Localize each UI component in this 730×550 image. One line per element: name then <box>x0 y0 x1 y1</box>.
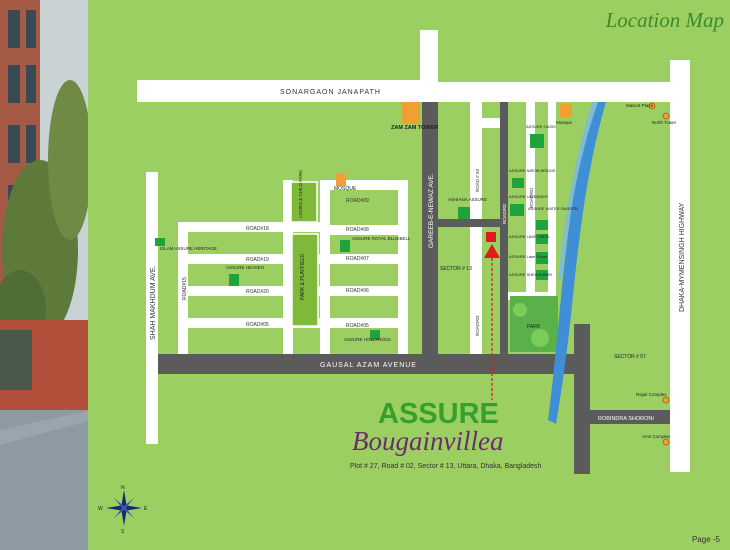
label-road19: ROAD#19 <box>246 257 269 263</box>
mosque-marker <box>336 174 346 186</box>
building-heaven <box>229 274 239 286</box>
gausal-road <box>158 354 590 374</box>
building-lakeshore <box>536 252 548 264</box>
label-zamzam: ZAM ZAM TOWER <box>391 125 438 131</box>
building-hollyhock <box>370 330 380 340</box>
building-islam <box>155 238 165 246</box>
label-road08: ROAD#08 <box>346 227 369 233</box>
label-road09: ROAD#09 <box>346 198 369 204</box>
label-mosque1: MOSQUE <box>334 186 357 192</box>
label-mascot: Mascot Plaza <box>626 103 654 108</box>
building-ashiana <box>458 207 470 219</box>
ladies-park <box>290 181 318 223</box>
label-lavender: ASSURE LAVENDER <box>509 194 548 199</box>
label-road03b: ROAD#03 <box>475 315 480 336</box>
building-nirob <box>512 178 524 188</box>
label-sector07: SECTOR # 07 <box>614 354 646 360</box>
label-lakeshore: ASSURE Lake Shore <box>509 254 548 259</box>
compass-s: S <box>121 529 125 535</box>
label-road02: ROAD#02 <box>502 203 507 224</box>
label-nirob: ASSURE NIROB BRIDGE <box>509 168 556 173</box>
label-gausal: GAUSAL AZAM AVENUE <box>320 362 417 369</box>
label-road18: ROAD#18 <box>246 226 269 232</box>
label-road01: ROAD#01 <box>529 187 534 208</box>
label-road05b: ROAD#05 <box>246 322 269 328</box>
compass-e: E <box>144 506 148 512</box>
label-lake: ASSURE LAKE VISTA <box>509 234 549 239</box>
label-park: PARK <box>527 324 541 330</box>
gareeb-road <box>422 102 438 354</box>
label-ashiana: ASHIANA ASSURE <box>448 197 487 202</box>
label-hollyhock: ASSURE HOLLYHOCK <box>344 337 391 342</box>
building-lavender <box>510 204 524 216</box>
photo-illustration <box>0 0 92 550</box>
label-dhaka: DHAKA-MYMENSINGH HIGHWAY <box>679 202 686 312</box>
building-lake <box>536 234 548 244</box>
label-sonargaon: SONARGAON JANAPATH <box>280 89 381 96</box>
project-address: Plot # 27, Road # 02, Sector # 13, Uttar… <box>350 463 542 470</box>
label-bluebell: ASSURE ROYAL BLUEBELL <box>352 236 411 241</box>
building-photo <box>0 0 92 550</box>
project-name: Bougainvillea <box>352 426 504 456</box>
compass-icon: N S E W <box>98 485 148 535</box>
dhaka-highway <box>670 60 690 472</box>
label-amir: Amir Complex <box>642 434 671 439</box>
mosque-marker-2 <box>560 104 572 118</box>
label-heaven: ASSURE HEAVEN <box>226 265 264 270</box>
compass-n: N <box>121 485 125 491</box>
label-road20: ROAD#20 <box>246 289 269 295</box>
river <box>548 102 606 424</box>
label-sector13: SECTOR # 13 <box>440 266 472 272</box>
building-oasis <box>530 134 544 148</box>
label-playfield: PARK & PLAYFIELD <box>300 254 306 300</box>
label-north: North Tower <box>652 120 677 125</box>
label-road06: ROAD#06 <box>346 288 369 294</box>
label-road05: ROAD#05 <box>346 323 369 329</box>
zamzam-building <box>402 102 420 124</box>
label-water: ASSURE WATER GARDEN <box>528 206 578 211</box>
building-sheikh <box>536 270 548 280</box>
label-rajuk: Rajuk Complex <box>636 392 667 397</box>
sonargaon-road <box>137 80 438 102</box>
building-bluebell <box>340 240 350 252</box>
mascot-marker <box>648 102 656 110</box>
label-oasis: ASSURE OASIS <box>526 124 556 129</box>
label-road07: ROAD#07 <box>346 256 369 262</box>
label-gareeb: GAREEB-E-NEWAZ AVE. <box>428 173 435 248</box>
label-sheikh: ASSURE SHEIKH BARI <box>509 272 552 277</box>
map-canvas: SONARGAON JANAPATH GAUSAL AZAM AVENUE SH… <box>88 0 730 550</box>
map-area: SONARGAON JANAPATH GAUSAL AZAM AVENUE SH… <box>88 0 730 550</box>
amir-marker <box>662 438 670 446</box>
map-title: Location Map <box>605 8 724 32</box>
robindra-road <box>590 410 670 424</box>
label-road03: ROAD # 03 <box>475 168 480 192</box>
label-robindra: ROBINDRA SHORONI <box>598 416 654 422</box>
label-mosque2: Mosque <box>556 120 573 125</box>
north-marker <box>662 112 670 120</box>
compass-w: W <box>98 506 103 512</box>
project-brand: ASSURE <box>378 398 499 430</box>
site-marker <box>486 232 496 242</box>
label-road15: ROAD#15 <box>182 277 188 300</box>
playfield <box>291 233 319 327</box>
label-islam: ISLAM ASSURE HERITAGE <box>160 246 217 251</box>
label-shah: SHAH MAKHDUM AVE. <box>150 265 157 340</box>
page-number: Page -5 <box>691 535 720 544</box>
label-ladies: LADIES & CHILD PARK <box>298 170 303 218</box>
building-water <box>536 220 548 230</box>
rajuk-marker <box>662 396 670 404</box>
